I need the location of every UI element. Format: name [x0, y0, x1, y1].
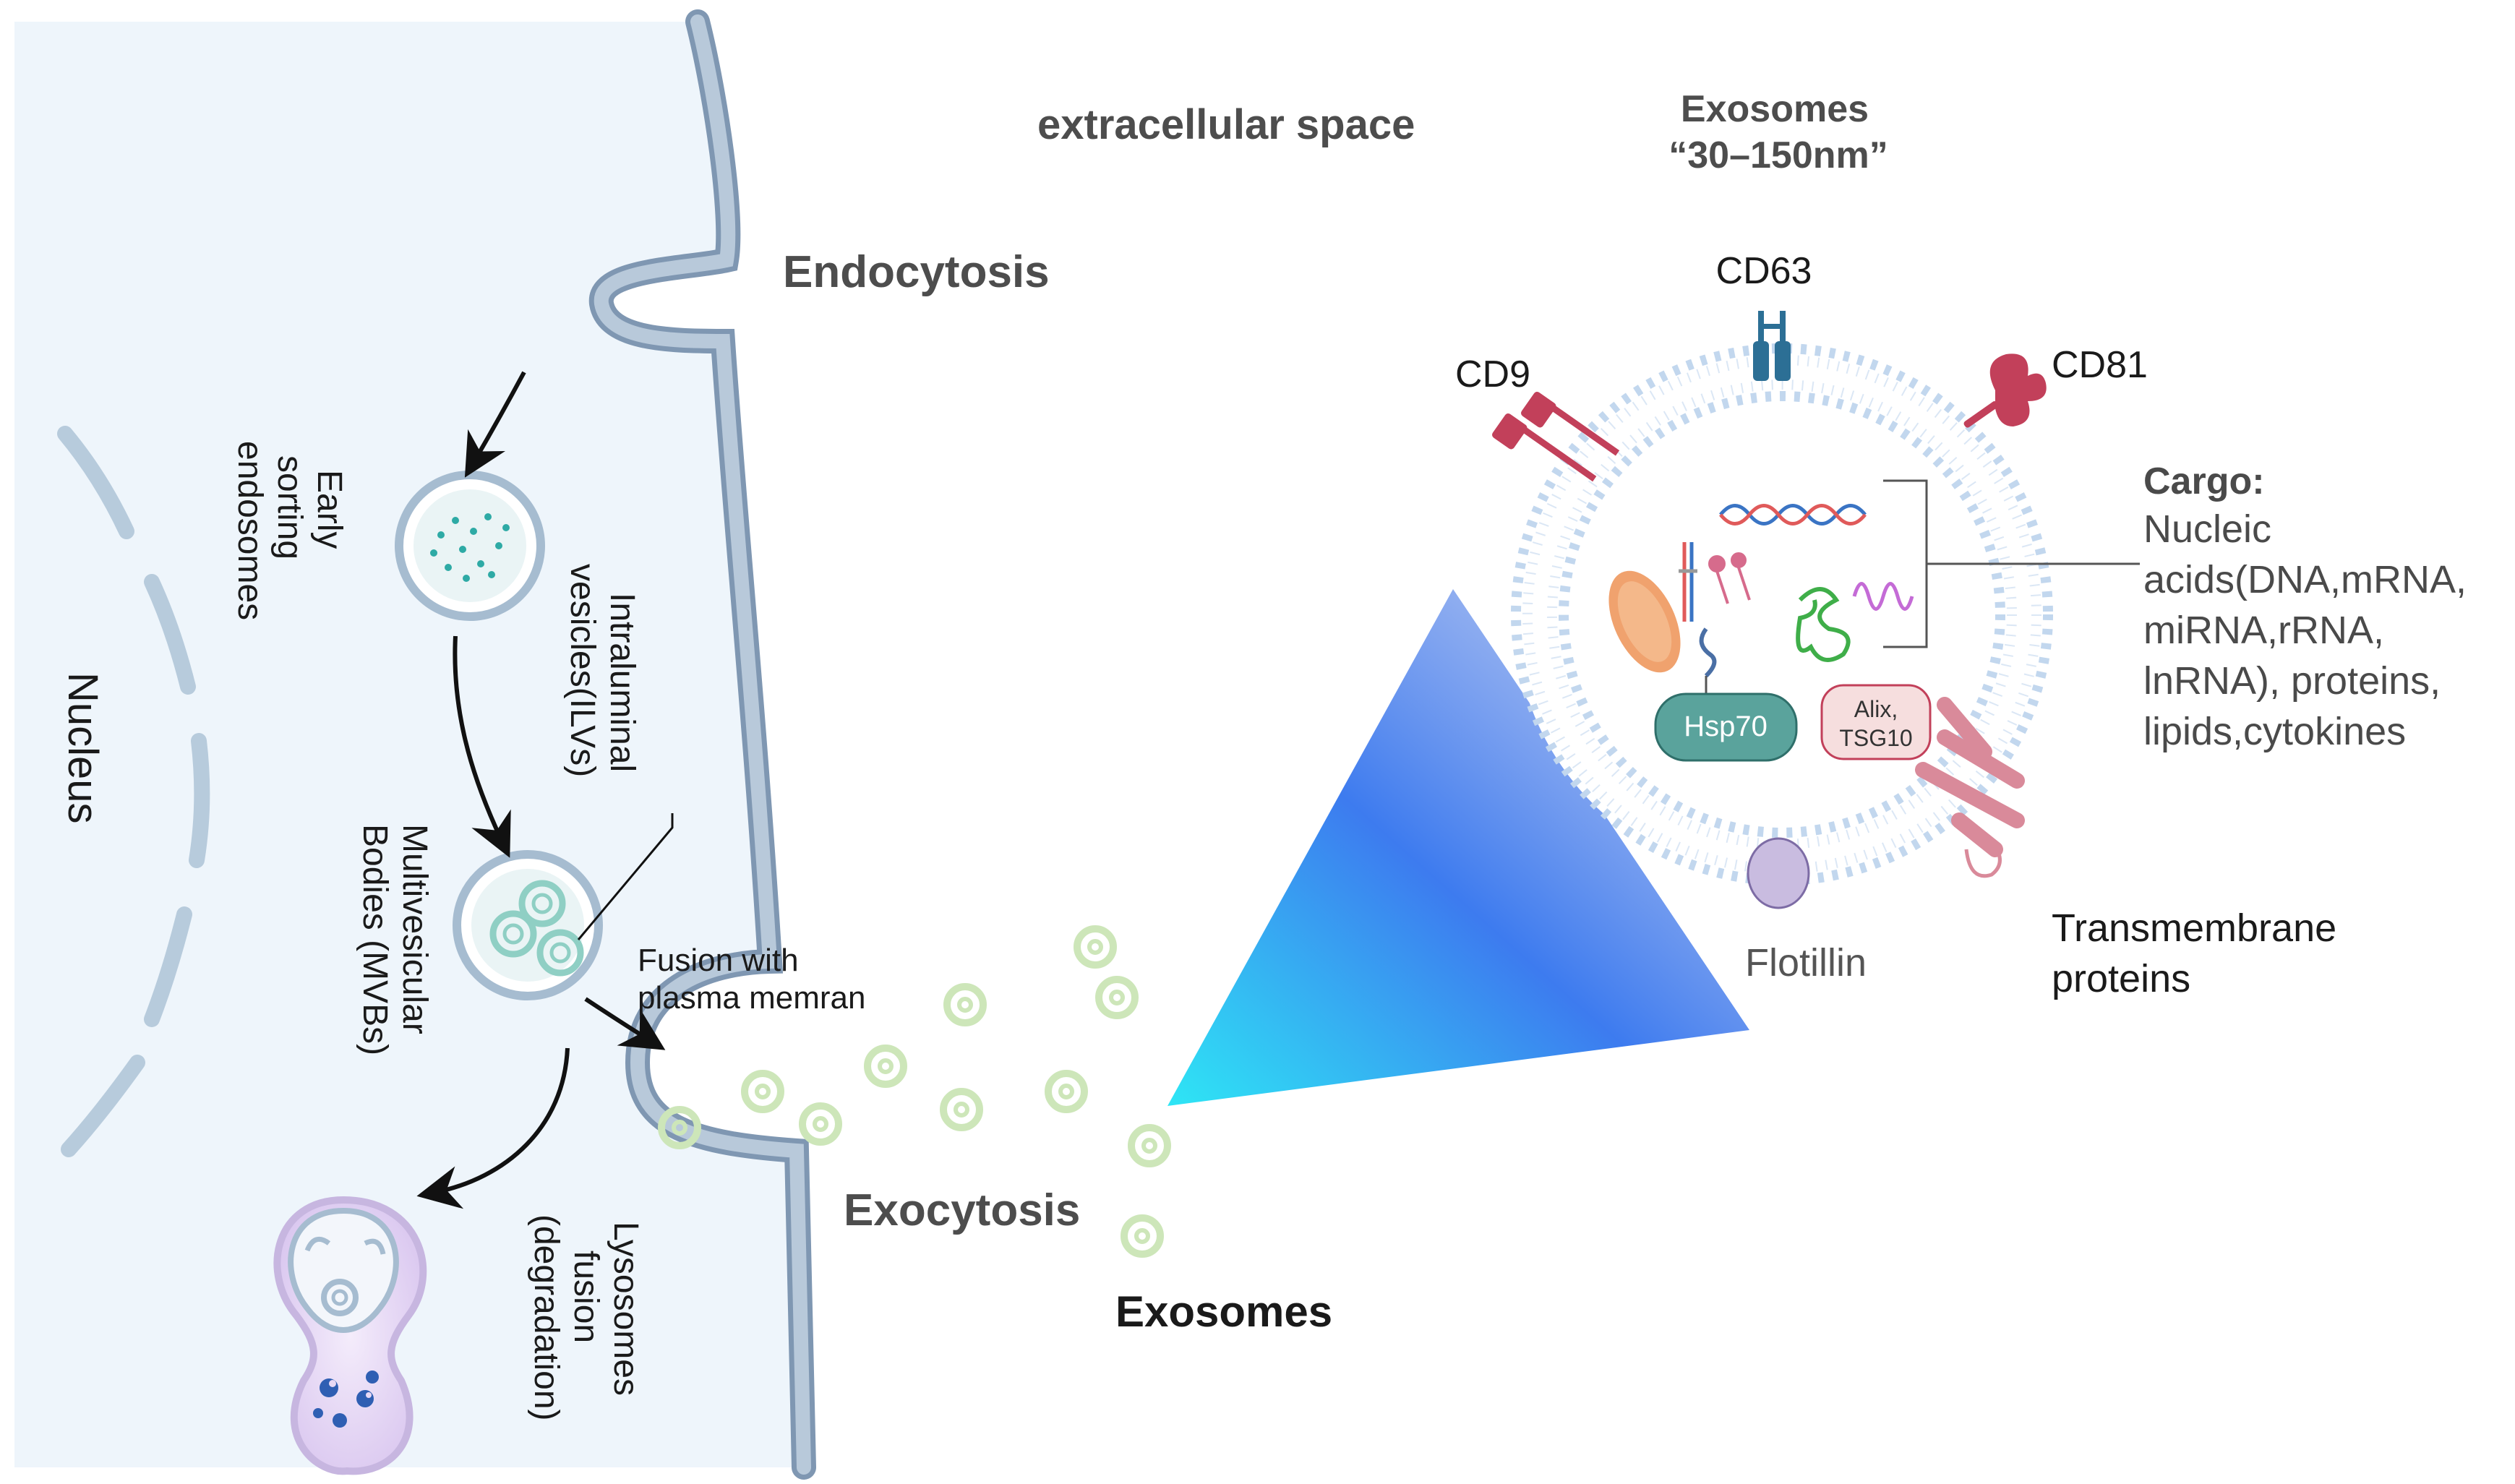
transmembrane-protein [1915, 697, 2025, 857]
ilv-leader-line [577, 813, 674, 940]
label-mvb-line2: Bodies (MVBs) [356, 824, 394, 1055]
cd63-tetraspanin [1753, 311, 1791, 381]
label-cargo-title: Cargo: [2143, 460, 2265, 502]
label-fusion-line2: plasma memran [638, 980, 865, 1016]
protein-coil-icon [1796, 587, 1851, 662]
label-cargo-line-5: lipids,cytokines [2143, 710, 2406, 753]
alix-badge [1820, 684, 1932, 760]
label-exocytosis: Exocytosis [844, 1185, 1080, 1235]
label-mvb-line1: Multivesicular [395, 824, 434, 1034]
label-transmembrane-line2: proteins [2052, 957, 2190, 1000]
released-exosomes [658, 925, 1171, 1258]
label-lyso-line1: Lysosomes [607, 1222, 645, 1396]
label-alix-line2: TSG10 [1839, 725, 1912, 751]
cell-cytoplasm [14, 22, 802, 1467]
label-early-line1: Early [310, 470, 348, 549]
early-sorting-endosome [395, 471, 545, 621]
label-cargo-line-3: miRNA,rRNA, [2143, 609, 2384, 652]
label-cargo-line-4: lnRNA), proteins, [2143, 659, 2441, 703]
nuclear-envelope [57, 426, 210, 1157]
cd9-tetraspanin [1492, 391, 1620, 482]
label-extracellular-space: extracellular space [1037, 101, 1415, 148]
zoom-cone [1167, 589, 1749, 1106]
label-hsp70: Hsp70 [1684, 711, 1768, 742]
mirna-icon [1708, 552, 1751, 604]
label-cargo-line-2: acids(DNA,mRNA, [2143, 558, 2467, 601]
label-early-line2: sorting [270, 455, 309, 559]
protein-blob-icon [1608, 570, 1681, 673]
label-lyso-line3: (degradation) [527, 1214, 565, 1421]
label-flotillin: Flotillin [1745, 941, 1867, 985]
label-ilv-line2: vesicles(ILVs) [563, 564, 601, 777]
multivesicular-body [453, 850, 603, 1000]
label-cd81: CD81 [2052, 344, 2148, 386]
label-lyso-line2: fusion [567, 1251, 605, 1343]
rna-hairpin-icon [1679, 542, 1697, 622]
dna-helix-icon [1719, 504, 1867, 526]
lysosome-fusion [273, 1196, 427, 1475]
label-alix-line1: Alix, [1854, 696, 1898, 722]
label-cargo-line-1: Nucleic [2143, 507, 2271, 551]
label-early-line3: endosomes [231, 441, 269, 620]
label-endocytosis: Endocytosis [783, 247, 1050, 297]
mrna-wave-icon [1852, 582, 1914, 611]
label-ilv-line1: Intraluminal [603, 593, 641, 772]
hsp70-badge [1654, 692, 1798, 762]
label-cd9: CD9 [1455, 353, 1530, 395]
label-exosomes-size: “30–150nm” [1668, 134, 1888, 176]
cd81-tetraspanin [1963, 353, 2047, 428]
label-nucleus: Nucleus [59, 672, 106, 824]
label-cd63: CD63 [1716, 250, 1812, 292]
label-fusion-line1: Fusion with [638, 943, 799, 978]
label-transmembrane-line1: Transmembrane [2052, 906, 2336, 950]
label-exosomes-bottom: Exosomes [1115, 1287, 1332, 1336]
pathway-arrows [416, 371, 666, 1209]
flotillin-protein [1747, 837, 1810, 909]
label-exosomes-title: Exosomes [1681, 88, 1869, 130]
